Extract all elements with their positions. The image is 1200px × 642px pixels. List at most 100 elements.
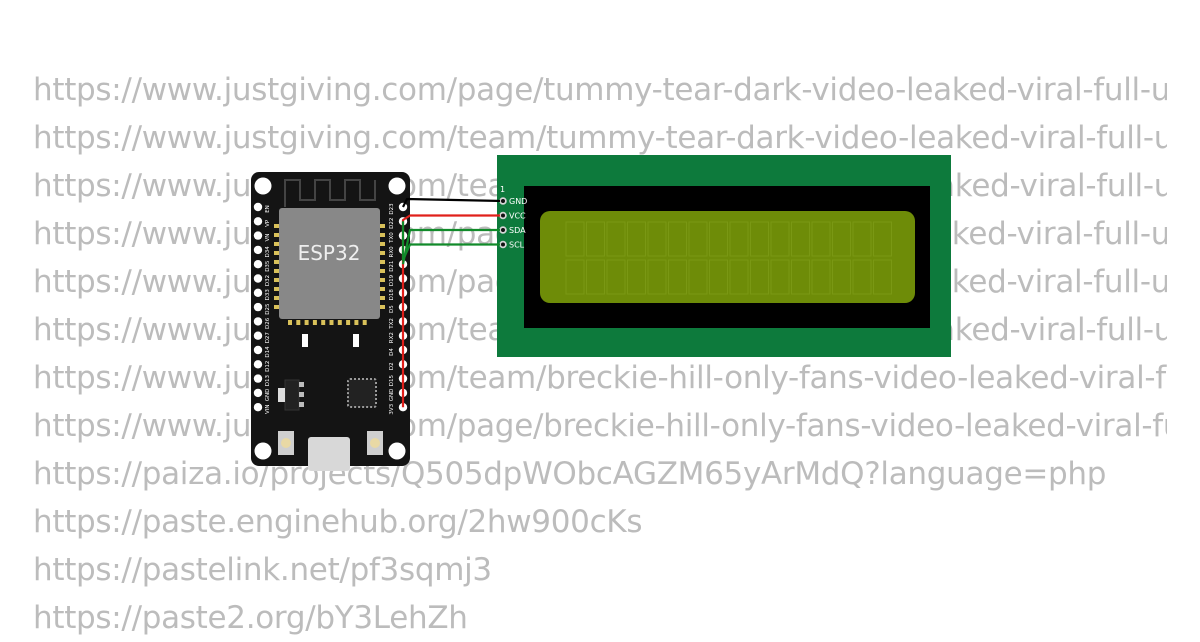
lcd-char-cell [770, 259, 790, 295]
esp32-pin-d32[interactable] [253, 274, 263, 283]
mount-hole [254, 177, 272, 195]
esp32-pin-label: D25 [265, 303, 271, 315]
esp32-pin-label: RX0 [389, 246, 395, 258]
esp32-pin-label: GND [265, 389, 271, 402]
lcd-char-cell [729, 259, 749, 295]
url-text-line: https://paste.enginehub.org/2hw900cKs [33, 504, 643, 540]
lcd-char-cell [627, 221, 646, 257]
esp32-pin-label: D5 [389, 305, 395, 313]
lcd-char-cell [852, 259, 872, 295]
lcd-char-cell [852, 221, 872, 257]
lcd-char-cell [832, 221, 851, 257]
url-text-line: https://www.justgiving.com/team/breckie-… [33, 360, 1167, 396]
esp32-pin-label: D21 [389, 261, 395, 272]
wire-scl [401, 221, 503, 262]
wire-sda [401, 228, 503, 265]
lcd-char-cell [770, 221, 790, 257]
esp32-pin-d26[interactable] [253, 317, 263, 326]
regulator-tab [278, 388, 285, 402]
esp32-pin-label: D32 [265, 275, 271, 286]
resistor [353, 334, 359, 347]
esp32-pin-d34[interactable] [253, 245, 263, 255]
url-text-line: https://www.justgiving.com/team/tummy-te… [33, 120, 1167, 156]
esp32-board[interactable]: ESP32 ENVPVND34D35D32D33D25D26D27D14D12D… [251, 172, 410, 471]
esp32-pin-d27[interactable] [253, 331, 263, 340]
usb-uart-chip [347, 378, 377, 408]
esp32-pin-d13[interactable] [253, 374, 263, 383]
lcd-char-cell [586, 221, 605, 257]
esp32-pin-label: D12 [265, 361, 271, 372]
lcd-char-cell [791, 221, 810, 257]
esp32-pin-d25[interactable] [253, 302, 263, 312]
esp32-pin-label: TX0 [389, 232, 395, 244]
esp32-pin-label: D22 [389, 218, 395, 229]
lcd-char-cell [668, 259, 687, 295]
esp32-pin-label: D18 [389, 289, 395, 301]
lcd-char-cell [811, 259, 831, 295]
esp32-pin-d14[interactable] [253, 345, 263, 355]
lcd-char-cell [647, 221, 667, 257]
chip-label: ESP32 [298, 241, 361, 265]
esp32-pin-label: D35 [265, 260, 271, 272]
lcd-char-cell [565, 221, 585, 257]
lcd-screen [540, 211, 915, 303]
lcd-pin-label: GND [509, 197, 527, 206]
wires [401, 197, 506, 408]
lcd-char-cell [606, 259, 626, 295]
lcd-char-cell [606, 221, 626, 257]
lcd-char-cell [627, 259, 646, 295]
esp32-pin-vn[interactable] [253, 231, 263, 240]
esp32-pin-label: D4 [389, 348, 395, 356]
lcd-char-cell [832, 259, 851, 295]
lcd-char-cell [750, 221, 769, 257]
esp32-pin-label: D2 [389, 362, 395, 370]
esp32-pin-vin[interactable] [253, 403, 263, 412]
esp32-pin-d33[interactable] [253, 288, 263, 297]
esp32-pin-label: D23 [389, 203, 395, 215]
wire-gnd [402, 197, 504, 208]
esp32-right-header: D23D22TX0RX0D21D19D18D5TX2RX2D4D2D15GND3… [389, 202, 408, 415]
esp32-pin-en[interactable] [253, 202, 263, 212]
lcd-char-cell [750, 259, 769, 295]
url-text-line: https://paiza.io/projects/Q505dpWObcAGZM… [33, 456, 1107, 492]
esp32-pin-d12[interactable] [253, 360, 263, 369]
esp32-pin-label: D13 [265, 374, 271, 386]
antenna-icon [284, 179, 376, 207]
lcd-pin-label: SDA [509, 226, 526, 235]
mount-hole [388, 442, 406, 460]
lcd-char-cell [873, 221, 892, 257]
esp32-pin-label: VP [265, 219, 271, 227]
lcd-pin-label: VCC [509, 212, 526, 221]
esp32-pin-label: VN [265, 234, 271, 242]
esp32-pin-label: TX2 [389, 318, 395, 330]
mount-hole [254, 442, 272, 460]
esp32-pin-label: GND [389, 389, 395, 402]
esp32-pin-label: EN [265, 205, 271, 213]
lcd-pin-label: SCL [509, 241, 525, 250]
esp32-pin-label: D34 [265, 246, 271, 258]
lcd-char-cell [729, 221, 749, 257]
resistor [302, 334, 308, 347]
esp32-pin-d35[interactable] [253, 260, 263, 269]
lcd-char-cell [709, 221, 728, 257]
lcd-char-cell [791, 259, 810, 295]
wire-vcc [401, 214, 503, 408]
esp32-pin-gnd[interactable] [253, 388, 263, 398]
lcd-char-cell [565, 259, 585, 295]
esp32-pin-label: D15 [389, 374, 395, 386]
esp32-chip [279, 208, 380, 319]
esp32-pin-label: D27 [265, 332, 271, 344]
esp32-pin-label: D33 [265, 289, 271, 301]
lcd-char-cell [668, 221, 687, 257]
usb-port[interactable] [308, 437, 350, 471]
lcd-char-cell [647, 259, 667, 295]
url-text-line: https://www.justgiving.com/page/breckie-… [33, 408, 1167, 444]
esp32-pin-label: RX2 [389, 332, 395, 343]
esp32-pin-vp[interactable] [253, 217, 263, 226]
esp32-pin-label: VIN [265, 404, 271, 414]
lcd-character-grid [565, 221, 892, 295]
regulator [284, 379, 300, 411]
lcd-char-cell [586, 259, 605, 295]
url-text-line: https://pastelink.net/pf3sqmj3 [33, 552, 492, 588]
